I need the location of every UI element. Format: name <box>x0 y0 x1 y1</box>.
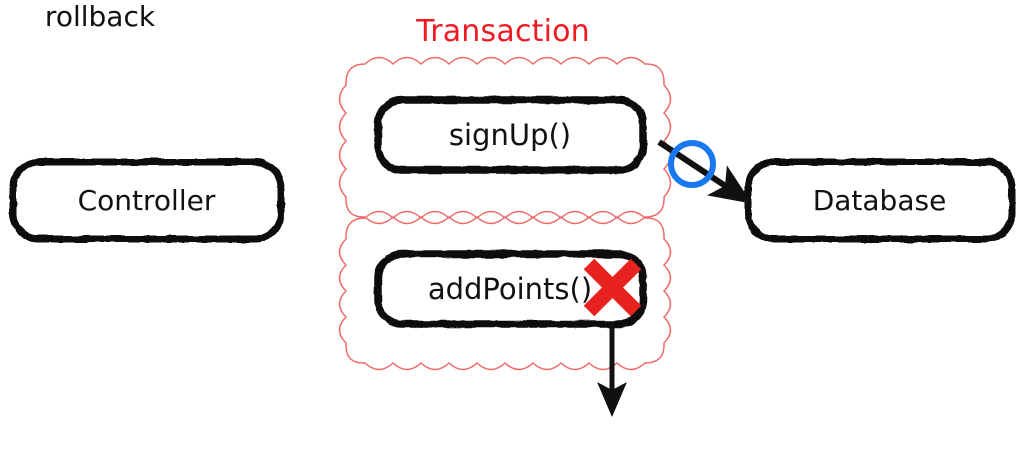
transaction-group-addpoints-border <box>338 210 672 371</box>
edge-signup-to-database <box>657 139 753 204</box>
transaction-title: Transaction <box>416 14 590 49</box>
rollback-label: rollback <box>44 0 156 33</box>
node-signup-box[interactable] <box>374 96 647 174</box>
node-controller-box[interactable] <box>9 158 285 243</box>
node-database-box[interactable] <box>744 158 1016 243</box>
red-x-icon <box>583 258 642 317</box>
node-addpoints-box[interactable] <box>374 250 647 328</box>
no-entry-circle-icon <box>668 140 716 188</box>
